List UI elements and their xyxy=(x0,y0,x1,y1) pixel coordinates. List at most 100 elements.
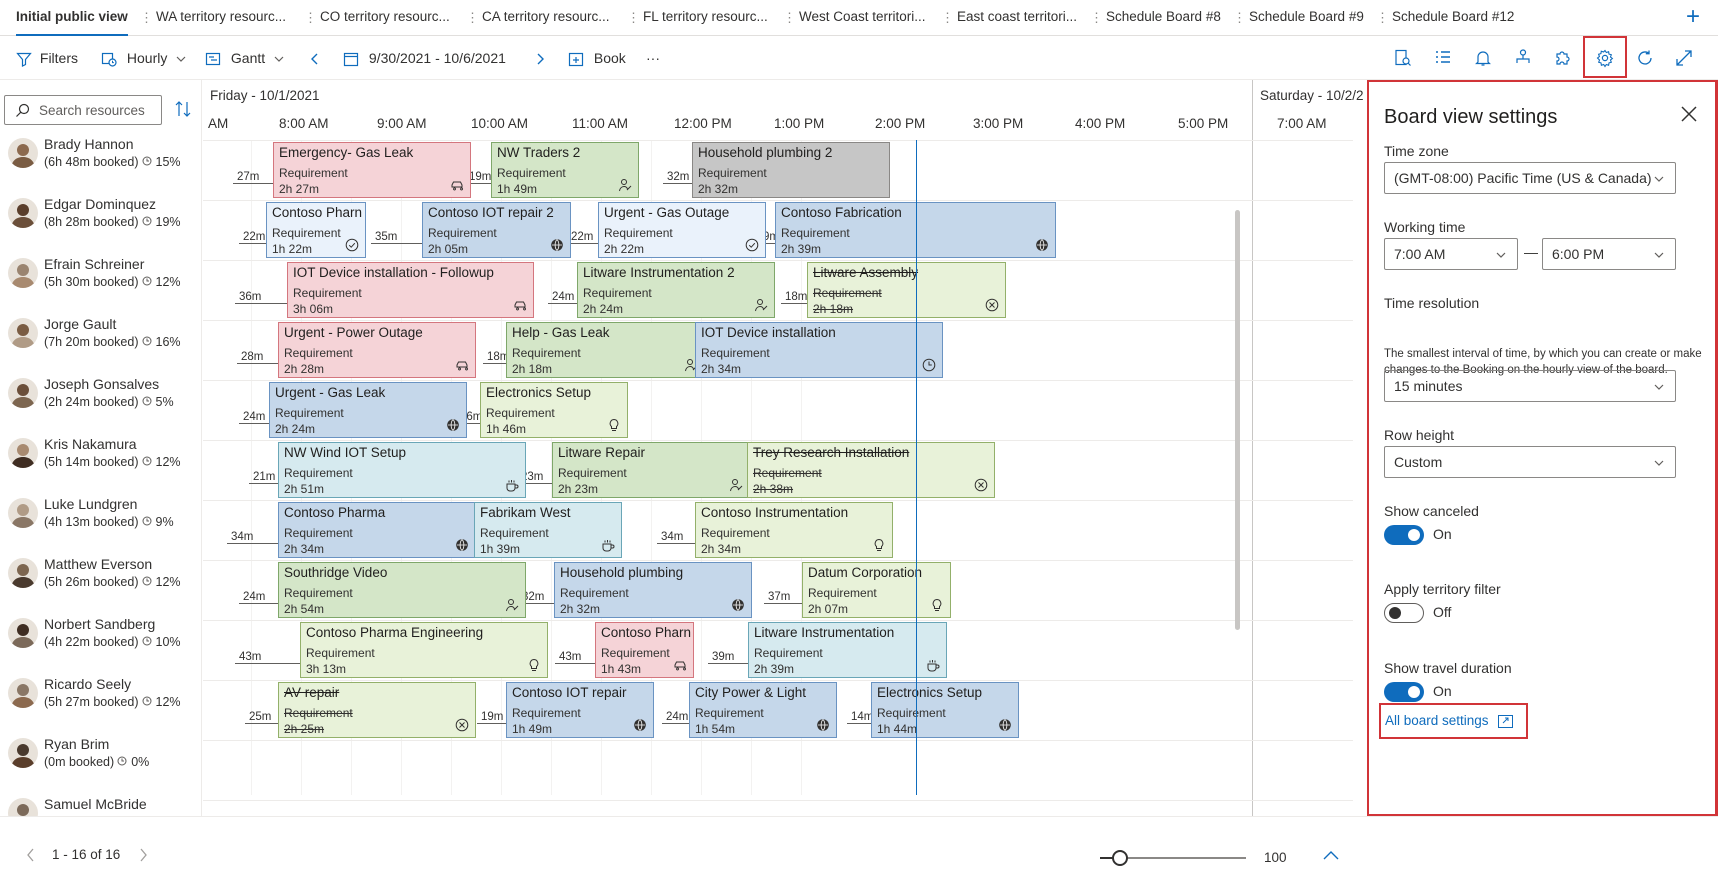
list-icon[interactable] xyxy=(1433,48,1453,68)
tab-1[interactable]: Initial public view xyxy=(16,0,128,36)
book-search-icon[interactable] xyxy=(1393,48,1413,68)
tab-options-icon[interactable]: ⋮ xyxy=(140,10,153,25)
tab-options-icon[interactable]: ⋮ xyxy=(304,10,317,25)
tab-options-icon[interactable]: ⋮ xyxy=(941,10,954,25)
resource-row[interactable]: Ryan Brim(0m booked)0% xyxy=(0,728,200,788)
resource-row[interactable]: Efrain Schreiner(5h 30m booked)12% xyxy=(0,248,200,308)
chevron-left-icon[interactable] xyxy=(26,848,36,862)
tab-options-icon[interactable]: ⋮ xyxy=(466,10,479,25)
resource-row[interactable]: Edgar Dominquez(8h 28m booked)19% xyxy=(0,188,200,248)
vertical-scrollbar[interactable] xyxy=(1235,210,1240,630)
chevron-right-icon[interactable] xyxy=(138,848,148,862)
show-canceled-toggle[interactable] xyxy=(1384,525,1424,545)
resource-row[interactable]: Jorge Gault(7h 20m booked)16% xyxy=(0,308,200,368)
resource-row[interactable]: Norbert Sandberg(4h 22m booked)10% xyxy=(0,608,200,668)
close-icon[interactable] xyxy=(1678,103,1700,125)
tab-options-icon[interactable]: ⋮ xyxy=(783,10,796,25)
row-height-dropdown[interactable]: Custom xyxy=(1384,446,1676,478)
tab-4[interactable]: CA territory resourc... xyxy=(482,9,610,24)
zoom-slider-track[interactable] xyxy=(1100,857,1246,859)
time-zone-dropdown[interactable]: (GMT-08:00) Pacific Time (US & Canada) xyxy=(1384,162,1676,194)
tab-3[interactable]: CO territory resourc... xyxy=(320,9,450,24)
resource-row[interactable]: Joseph Gonsalves(2h 24m booked)5% xyxy=(0,368,200,428)
org-chart-icon[interactable] xyxy=(1513,48,1533,68)
working-end-dropdown[interactable]: 6:00 PM xyxy=(1542,238,1676,270)
resource-row[interactable]: Kris Nakamura(5h 14m booked)12% xyxy=(0,428,200,488)
resource-row[interactable]: Brady Hannon(6h 48m booked)15% xyxy=(0,128,200,188)
booking-requirement: Requirement xyxy=(284,586,353,600)
tab-2[interactable]: WA territory resourc... xyxy=(156,9,287,24)
expand-icon[interactable] xyxy=(1674,48,1694,68)
tab-options-icon[interactable]: ⋮ xyxy=(1376,10,1389,25)
booking-requirement: Requirement xyxy=(272,226,341,240)
tab-6[interactable]: West Coast territori... xyxy=(799,9,926,24)
more-button[interactable]: ··· xyxy=(646,36,660,80)
tab-options-icon[interactable]: ⋮ xyxy=(1233,10,1246,25)
resolution-dropdown[interactable]: Hourly xyxy=(101,36,187,80)
time-resolution-dropdown[interactable]: 15 minutes xyxy=(1384,370,1676,402)
bell-icon[interactable] xyxy=(1473,48,1493,68)
resource-row[interactable]: Ricardo Seely(5h 27m booked)12% xyxy=(0,668,200,728)
sort-icon[interactable] xyxy=(175,100,191,118)
filters-button[interactable]: Filters xyxy=(16,36,78,80)
tab-7[interactable]: East coast territori... xyxy=(957,9,1078,24)
next-range-button[interactable] xyxy=(533,36,547,80)
refresh-icon[interactable] xyxy=(1635,48,1655,68)
tab-8[interactable]: Schedule Board #8 xyxy=(1106,9,1221,24)
resource-row[interactable]: Matthew Everson(5h 26m booked)12% xyxy=(0,548,200,608)
view-dropdown[interactable]: Gantt xyxy=(205,36,285,80)
search-input[interactable]: Search resources xyxy=(4,95,162,125)
tab-5[interactable]: FL territory resourc... xyxy=(643,9,768,24)
travel-duration-toggle[interactable] xyxy=(1384,682,1424,702)
tab-options-icon[interactable]: ⋮ xyxy=(1090,10,1103,25)
working-start-dropdown[interactable]: 7:00 AM xyxy=(1384,238,1518,270)
resource-row[interactable]: Samuel McBride xyxy=(0,788,200,816)
add-tab-button[interactable]: + xyxy=(1686,3,1701,30)
tab-options-icon[interactable]: ⋮ xyxy=(627,10,640,25)
previous-range-button[interactable] xyxy=(308,36,322,80)
globe-icon xyxy=(634,719,646,731)
resource-row[interactable]: Luke Lundgren(4h 13m booked)9% xyxy=(0,488,200,548)
chevron-up-icon[interactable] xyxy=(1323,850,1339,860)
gear-icon[interactable] xyxy=(1595,48,1615,68)
puzzle-icon[interactable] xyxy=(1553,48,1573,68)
tab-10[interactable]: Schedule Board #12 xyxy=(1392,9,1515,24)
zoom-slider-thumb[interactable] xyxy=(1112,850,1128,866)
book-button[interactable]: Book xyxy=(568,36,626,80)
all-board-settings-link[interactable]: All board settings xyxy=(1385,713,1514,728)
date-range-picker[interactable]: 9/30/2021 - 10/6/2021 xyxy=(343,36,506,80)
territory-filter-toggle[interactable] xyxy=(1384,603,1424,623)
tab-9[interactable]: Schedule Board #9 xyxy=(1249,9,1364,24)
